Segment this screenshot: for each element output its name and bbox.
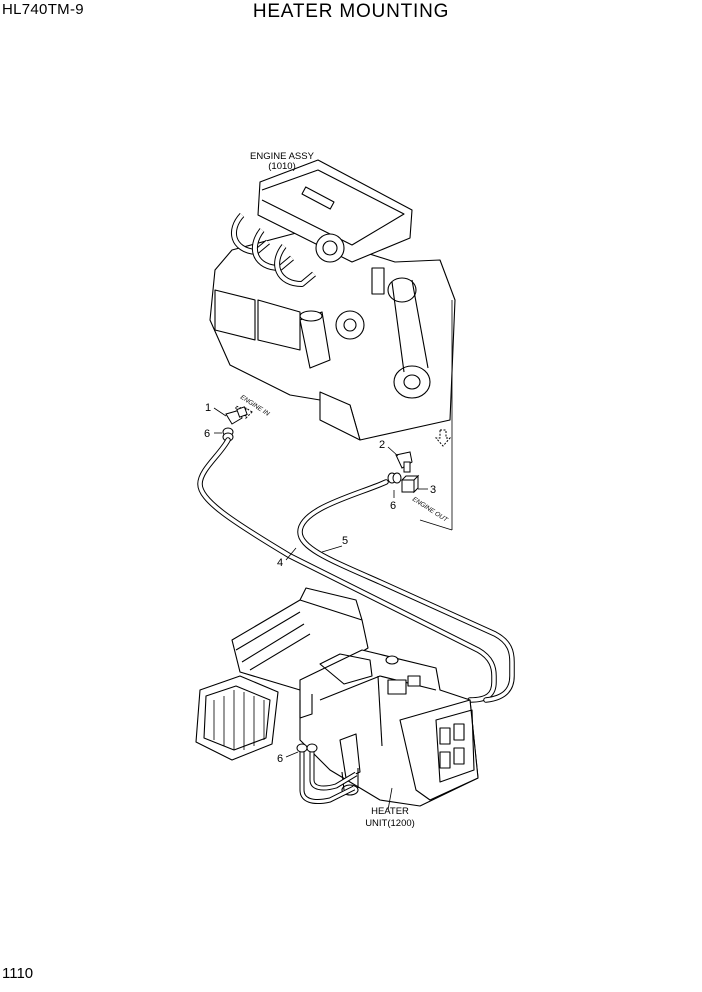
callout-6-engine-in: 6 bbox=[204, 428, 210, 440]
engine-out-arrow bbox=[434, 429, 452, 447]
heater-hose-pair bbox=[299, 752, 358, 805]
heater-unit-ref: UNIT(1200) bbox=[365, 818, 415, 829]
callout-6-heater: 6 bbox=[277, 753, 283, 765]
callout-3: 3 bbox=[430, 484, 436, 496]
engine-assy-ref: (1010) bbox=[268, 161, 295, 172]
callout-1: 1 bbox=[205, 402, 211, 414]
engine-assy-label: ENGINE ASSY bbox=[250, 151, 315, 162]
engine-assembly bbox=[209, 159, 456, 441]
callout-4: 4 bbox=[277, 557, 283, 569]
heater-unit-label: HEATER bbox=[371, 806, 409, 817]
engine-in-arrow bbox=[235, 405, 253, 420]
hose-5 bbox=[297, 479, 515, 703]
engine-out-leader-end bbox=[419, 519, 453, 531]
callout-2: 2 bbox=[379, 439, 385, 451]
fitting-1-engine-in-valve bbox=[225, 406, 248, 425]
fitting-2-engine-out-valve bbox=[395, 451, 413, 473]
model-number: HL740TM-9 bbox=[2, 1, 84, 18]
heater-unit bbox=[195, 587, 479, 807]
fitting-3-adapter bbox=[400, 474, 420, 494]
callout-leaders bbox=[213, 407, 428, 811]
clamp-6-heater bbox=[296, 743, 318, 753]
engine-out-label: ENGINE OUT bbox=[411, 496, 450, 524]
clamp-6-engine-out bbox=[387, 472, 402, 484]
page-title: HEATER MOUNTING bbox=[252, 1, 450, 22]
callout-6-engine-out: 6 bbox=[390, 500, 396, 512]
callout-5: 5 bbox=[342, 535, 348, 547]
page-number: 1110 bbox=[2, 965, 34, 982]
